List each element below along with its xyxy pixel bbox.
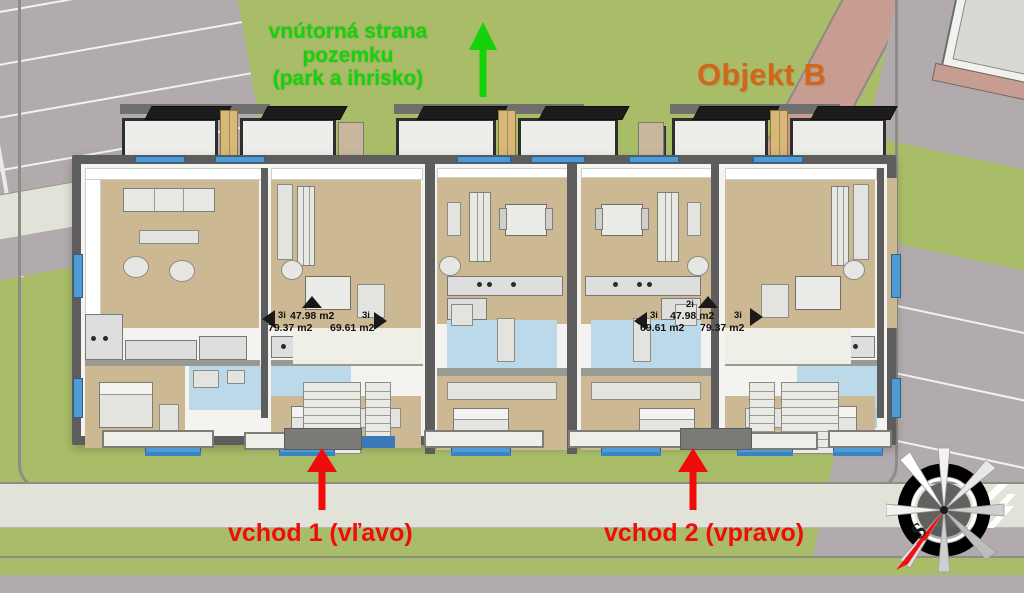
apt-right-1-area: 69.61 m2	[640, 322, 685, 334]
area-labels-right: 3i 69.61 m2 2i 47.98 m2 3i 79.37 m2	[634, 296, 766, 348]
entrance-2-label: vchod 2 (vpravo)	[604, 519, 805, 547]
apt-left-1-area: 79.37 m2	[268, 322, 313, 334]
apt-right-1-rooms: 3i	[650, 310, 658, 321]
inner-side-line-1: vnútorná strana	[268, 20, 428, 43]
entrance-porch-2	[680, 428, 752, 450]
balcony-6	[828, 430, 892, 448]
sidewalk-front	[0, 482, 1024, 528]
object-title: Objekt B	[697, 57, 827, 92]
neighbor-building	[931, 0, 1024, 105]
inner-side-line-3: (park a ihrisko)	[272, 67, 424, 91]
apt-right-3-area: 79.37 m2	[700, 322, 745, 334]
red-up-arrow-entrance-1	[307, 448, 337, 510]
building-rear-facade	[114, 100, 898, 170]
building-object-b	[72, 100, 901, 456]
apt-right-2-rooms: 2i	[686, 299, 694, 310]
apt-left-2-rooms: 2i	[308, 299, 316, 310]
apt-left-3-rooms: 3i	[362, 310, 370, 321]
balcony-1	[102, 430, 214, 448]
apt-right-2-area: 47.98 m2	[670, 310, 715, 322]
balcony-4	[568, 430, 688, 448]
inner-side-line-2: pozemku	[302, 43, 394, 67]
green-up-arrow	[469, 22, 497, 97]
entrance-porch-1	[284, 428, 362, 450]
floor-plan-slab	[72, 155, 901, 456]
balcony-3	[424, 430, 544, 448]
inner-side-label: vnútorná strana pozemku (park a ihrisko)	[248, 20, 448, 91]
apt-left-1-rooms: 3i	[278, 310, 286, 321]
compass-svg: S	[885, 447, 1016, 573]
apt-right-3-rooms: 3i	[734, 310, 742, 321]
area-labels-left: 3i 79.37 m2 2i 47.98 m2 3i 69.61 m2	[262, 296, 390, 348]
red-up-arrow-entrance-2	[678, 448, 708, 510]
apt-left-2-area: 47.98 m2	[290, 310, 335, 322]
entrance-1-label: vchod 1 (vľavo)	[228, 519, 413, 547]
street-asphalt	[0, 575, 1024, 593]
apt-left-3-area: 69.61 m2	[330, 322, 375, 334]
compass-rose: S	[885, 444, 1016, 576]
